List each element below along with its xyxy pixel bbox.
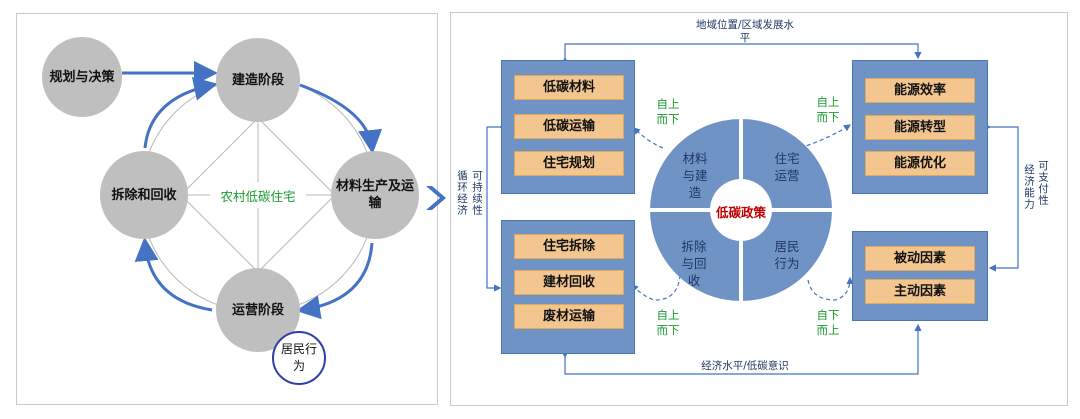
left-vertical-label-sustainable: 可持续性	[471, 170, 483, 216]
tag-passive-factors: 被动因素	[865, 246, 975, 271]
resident-node: 居民行为	[272, 331, 326, 385]
top-connector-label: 地域位置/区域发展水平	[695, 19, 795, 44]
right-vertical-label-economic: 经济能力	[1023, 164, 1035, 210]
tag-energy-transition: 能源转型	[865, 115, 975, 140]
left-vertical-label-circular: 循环经济	[456, 170, 468, 216]
bl-direction-label: 自上而下	[656, 308, 680, 337]
tl-direction-label: 自上而下	[656, 97, 680, 126]
tag-housing-demolition: 住宅拆除	[514, 234, 624, 259]
tag-energy-optimization: 能源优化	[865, 151, 975, 176]
box-behavior	[852, 231, 988, 321]
center-label: 农村低碳住宅	[210, 186, 306, 205]
tag-waste-transport: 废材运输	[514, 304, 624, 329]
right-vertical-label-affordable: 可支付性	[1037, 160, 1049, 206]
tag-material-recycling: 建材回收	[514, 270, 624, 295]
tag-low-carbon-transport: 低碳运输	[514, 114, 624, 139]
wheel-materials-construction: 材料与建造	[682, 151, 708, 200]
planning-node: 规划与决策	[42, 37, 122, 117]
tag-energy-efficiency: 能源效率	[865, 78, 975, 103]
tag-housing-planning: 住宅规划	[514, 151, 624, 176]
wheel-housing-operation: 住宅运营	[774, 151, 800, 183]
demolition-node: 拆除和回收	[100, 151, 188, 239]
material-node: 材料生产及运输	[331, 151, 419, 239]
tag-low-carbon-material: 低碳材料	[514, 75, 624, 100]
wheel-resident-behavior: 居民行为	[774, 239, 800, 271]
bottom-connector-label: 经济水平/低碳意识	[701, 360, 789, 372]
wheel-center-policy: 低碳政策	[715, 205, 766, 220]
tag-active-factors: 主动因素	[865, 279, 975, 304]
br-direction-label: 自下而上	[816, 308, 840, 337]
tr-direction-label: 自上而下	[816, 95, 840, 124]
wheel-demolition-recycling: 拆除与回收	[681, 239, 707, 288]
construction-node: 建造阶段	[216, 38, 300, 122]
